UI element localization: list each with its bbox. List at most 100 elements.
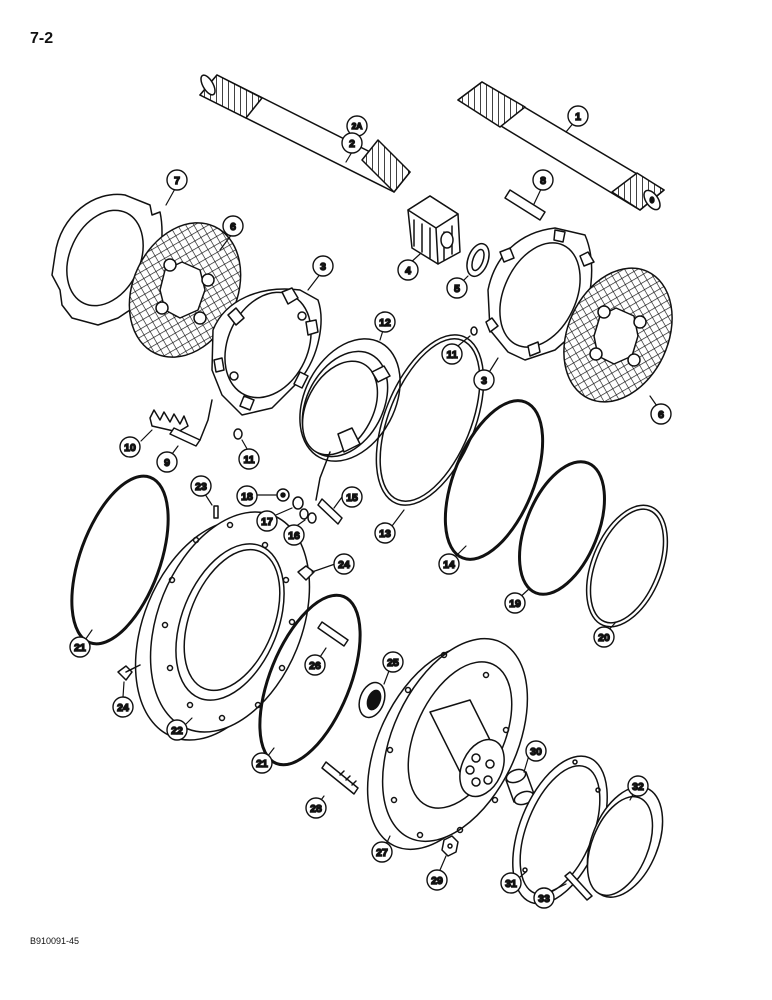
svg-text:19: 19	[509, 598, 521, 610]
callout-16: 16	[283, 524, 305, 546]
callout-6-right: 6	[650, 403, 672, 425]
callout-5: 5	[446, 277, 468, 299]
svg-text:12: 12	[379, 317, 391, 329]
o-ring-part-11-right	[470, 326, 478, 336]
svg-text:15: 15	[346, 492, 358, 504]
svg-text:27: 27	[376, 847, 388, 859]
callout-33: 33	[533, 887, 555, 909]
callout-18: 18	[236, 485, 258, 507]
washer-part-18	[276, 488, 290, 502]
pin-part-9	[169, 399, 213, 447]
svg-text:2: 2	[349, 138, 355, 150]
svg-text:21: 21	[256, 758, 268, 770]
svg-text:14: 14	[443, 559, 455, 571]
callout-27: 27	[371, 841, 393, 863]
ring-part-20	[585, 504, 669, 628]
brake-ring-part-12	[299, 338, 401, 501]
svg-text:20: 20	[598, 632, 610, 644]
ring-part-32	[586, 786, 664, 898]
callout-17: 17	[256, 510, 278, 532]
callout-13: 13	[374, 522, 396, 544]
friction-disc-part-6-left	[128, 222, 242, 358]
callouts: 1 2A 2 7 8 6 3 4 5 12 11 3 6 10 9 11 23 …	[69, 105, 672, 909]
dowel-pin-part-26	[317, 621, 349, 647]
svg-text:1: 1	[575, 111, 581, 123]
callout-9: 9	[156, 451, 178, 473]
svg-text:13: 13	[379, 528, 391, 540]
svg-text:6: 6	[658, 409, 664, 421]
spline-gear-part-4	[407, 195, 461, 265]
callout-22: 22	[166, 719, 188, 741]
callout-6-left: 6	[222, 215, 244, 237]
axle-shaft-part-2	[199, 74, 411, 193]
plug-part-24-lower	[117, 664, 141, 681]
o-ring-part-14	[443, 399, 545, 561]
svg-text:3: 3	[320, 261, 326, 273]
callout-4: 4	[397, 259, 419, 281]
svg-text:16: 16	[288, 530, 300, 542]
callout-29: 29	[426, 869, 448, 891]
svg-text:33: 33	[538, 893, 550, 905]
svg-text:24: 24	[338, 559, 350, 571]
callout-30: 30	[525, 740, 547, 762]
nut-part-29	[441, 835, 459, 857]
svg-text:9: 9	[164, 457, 170, 469]
svg-text:21: 21	[74, 642, 86, 654]
svg-text:26: 26	[309, 660, 321, 672]
spring-part-10	[149, 409, 189, 433]
stud-part-28	[321, 761, 359, 795]
o-ring-part-11-left	[233, 428, 243, 440]
callout-12: 12	[374, 311, 396, 333]
callout-2a: 2A	[346, 115, 368, 137]
seal-part-25	[358, 681, 386, 719]
page-number: 7-2	[30, 30, 54, 47]
svg-text:31: 31	[505, 878, 517, 890]
svg-text:29: 29	[431, 875, 443, 887]
snap-ring-part-5	[466, 242, 490, 278]
callout-10: 10	[119, 436, 141, 458]
callout-21-upper: 21	[69, 636, 91, 658]
figure-code: B910091-45	[30, 936, 80, 946]
callout-14: 14	[438, 553, 460, 575]
washer-part-17	[292, 496, 304, 510]
hub-part-27	[366, 637, 529, 851]
callout-32: 32	[627, 775, 649, 797]
callout-1: 1	[567, 105, 589, 127]
bolt-part-33	[564, 871, 593, 901]
svg-text:30: 30	[530, 746, 542, 758]
svg-text:4: 4	[405, 265, 411, 277]
fitting-part-15	[317, 498, 343, 525]
svg-text:28: 28	[310, 803, 322, 815]
o-ring-part-21-upper	[70, 474, 170, 646]
callout-24-upper: 24	[333, 553, 355, 575]
o-ring-part-21-lower	[258, 593, 362, 767]
callout-3-left: 3	[312, 255, 334, 277]
fitting-part-23	[213, 505, 219, 519]
piston-part-3-left	[211, 287, 322, 416]
callout-3-right: 3	[473, 369, 495, 391]
svg-text:22: 22	[171, 725, 183, 737]
callout-25: 25	[382, 651, 404, 673]
svg-text:24: 24	[117, 702, 129, 714]
svg-text:3: 3	[481, 375, 487, 387]
callout-24-lower: 24	[112, 696, 134, 718]
svg-text:17: 17	[261, 516, 273, 528]
callout-28: 28	[305, 797, 327, 819]
svg-text:8: 8	[540, 175, 546, 187]
callout-26: 26	[304, 654, 326, 676]
svg-text:10: 10	[124, 442, 136, 454]
callout-20: 20	[593, 626, 615, 648]
washer-part-16	[299, 508, 317, 524]
axle-shaft-part-1	[457, 81, 665, 211]
svg-text:18: 18	[241, 491, 253, 503]
friction-disc-part-6-right	[563, 267, 673, 403]
svg-text:23: 23	[195, 481, 207, 493]
svg-text:5: 5	[454, 283, 460, 295]
svg-text:32: 32	[632, 781, 644, 793]
svg-text:6: 6	[230, 221, 236, 233]
svg-text:11: 11	[446, 349, 457, 361]
callout-7: 7	[166, 169, 188, 191]
plug-part-24-upper	[297, 565, 315, 581]
pin-part-8	[504, 189, 546, 221]
